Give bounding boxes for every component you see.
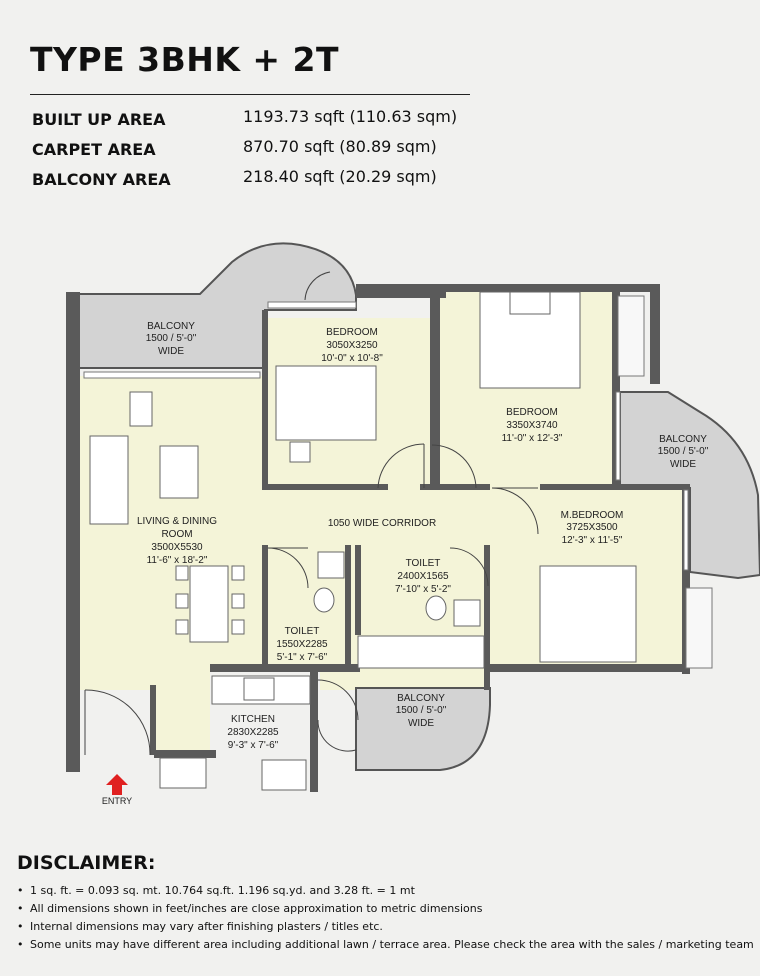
master-bedroom-dim-metric: 3725X3500 (566, 522, 618, 533)
floor-plan: BALCONY 1500 / 5'-0" WIDE BEDROOM 3050X3… (66, 242, 760, 806)
corridor-label: 1050 WIDE CORRIDOR (328, 518, 436, 529)
doors (84, 271, 539, 756)
disclaimer-note: Some units may have different area inclu… (17, 938, 754, 951)
disclaimer-note: 1 sq. ft. = 0.093 sq. mt. 10.764 sq.ft. … (17, 884, 415, 897)
windows (83, 295, 713, 669)
carpet-area-value: 870.70 sqft (80.89 sqm) (243, 137, 437, 156)
toilet-2-name: TOILET (285, 626, 320, 637)
balcony-right-dim: 1500 / 5'-0" (658, 446, 709, 457)
room-labels: BALCONY 1500 / 5'-0" WIDE BEDROOM 3050X3… (102, 321, 709, 806)
bedroom-1-name: BEDROOM (326, 327, 378, 338)
balcony-bottom-name: BALCONY (397, 693, 445, 704)
bedroom-1-dim-imperial: 10'-0" x 10'-8" (321, 353, 383, 364)
furniture (89, 291, 637, 791)
toilet-2-dim-metric: 1550X2285 (276, 639, 328, 650)
living-name-line1: LIVING & DINING (137, 516, 217, 527)
toilet-1-dim-imperial: 7'-10" x 5'-2" (395, 584, 451, 595)
balcony-bottom-wide: WIDE (408, 718, 434, 729)
title-divider (30, 94, 470, 95)
living-dim-imperial: 11'-6" x 18'-2" (147, 555, 208, 566)
disclaimer-note: All dimensions shown in feet/inches are … (17, 902, 483, 915)
walls (66, 284, 690, 792)
balcony-left-name: BALCONY (147, 321, 195, 332)
master-bedroom-name: M.BEDROOM (561, 510, 624, 521)
living-name-line2: ROOM (161, 529, 192, 540)
toilet-1-name: TOILET (406, 558, 441, 569)
balcony-left-dim: 1500 / 5'-0" (146, 333, 197, 344)
balcony-area-value: 218.40 sqft (20.29 sqm) (243, 167, 437, 186)
disclaimer-note: Internal dimensions may vary after finis… (17, 920, 383, 933)
bedroom-2-dim-metric: 3350X3740 (506, 420, 558, 431)
built-up-area-value: 1193.73 sqft (110.63 sqm) (243, 107, 458, 126)
balcony-right-wide: WIDE (670, 459, 696, 470)
toilet-1-dim-metric: 2400X1565 (397, 571, 449, 582)
toilet-2-dim-imperial: 5'-1" x 7'-6" (277, 652, 328, 663)
balcony-area-label: BALCONY AREA (32, 170, 171, 189)
bedroom-2-dim-imperial: 11'-0" x 12'-3" (502, 433, 563, 444)
page-title: TYPE 3BHK + 2T (30, 40, 340, 79)
balcony-bottom-dim: 1500 / 5'-0" (396, 705, 447, 716)
built-up-area-label: BUILT UP AREA (32, 110, 166, 129)
kitchen-dim-metric: 2830X2285 (227, 727, 279, 738)
living-dim-metric: 3500X5530 (151, 542, 203, 553)
carpet-area-label: CARPET AREA (32, 140, 156, 159)
bedroom-2-name: BEDROOM (506, 407, 558, 418)
kitchen-dim-imperial: 9'-3" x 7'-6" (228, 740, 279, 751)
kitchen-name: KITCHEN (231, 714, 275, 725)
entry-arrow-icon (106, 774, 128, 795)
master-bedroom-dim-imperial: 12'-3" x 11'-5" (562, 535, 623, 546)
balcony-right-name: BALCONY (659, 434, 707, 445)
balcony-left-wide: WIDE (158, 346, 184, 357)
disclaimer-title: DISCLAIMER: (17, 852, 156, 874)
bedroom-1-dim-metric: 3050X3250 (326, 340, 378, 351)
room-fills (71, 242, 760, 771)
entry-label: ENTRY (102, 796, 132, 806)
